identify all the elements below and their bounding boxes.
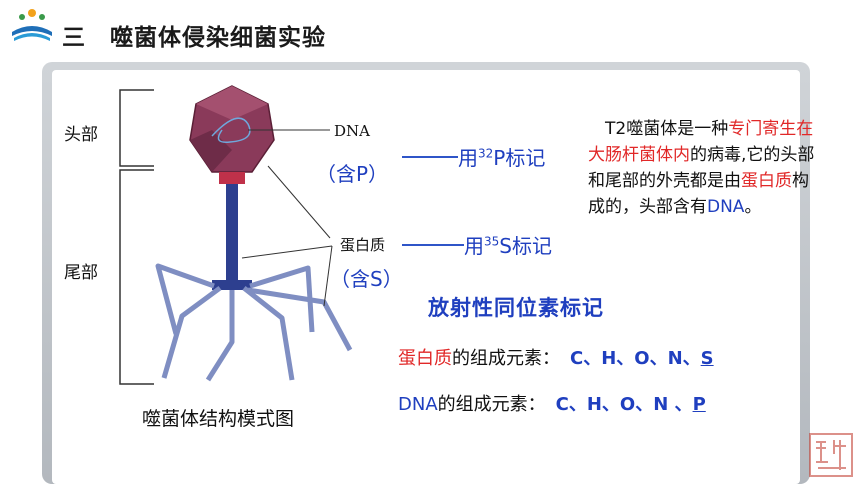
dna-key-element: P <box>692 394 706 415</box>
protein-elements-row: 蛋白质的组成元素： C、H、O、N、S <box>398 344 714 370</box>
section-number: 三 <box>62 25 87 51</box>
tail-bracket <box>119 169 154 385</box>
s35-label: 用35S标记 <box>464 230 552 259</box>
p32-prefix: 用 <box>458 146 478 170</box>
dna-elements: C、H、O、N 、P <box>556 394 706 415</box>
book-logo-icon <box>12 9 52 41</box>
p32-suffix: P标记 <box>493 146 546 170</box>
protein-row-label-rest: 的组成元素： <box>452 348 560 369</box>
dna-elements-row: DNA的组成元素： C、H、O、N 、P <box>398 390 706 416</box>
desc-part-7: 。 <box>744 197 762 217</box>
board-surface <box>52 70 800 484</box>
protein-elements-list: C、H、O、N、 <box>570 348 701 369</box>
protein-label: 蛋白质 <box>340 236 385 254</box>
protein-pointer-fiber <box>323 245 333 307</box>
p32-label: 用32P标记 <box>458 142 545 171</box>
p-contains-label: （含P） <box>316 162 389 186</box>
tail-label: 尾部 <box>64 263 98 283</box>
p32-isotope: 32 <box>478 146 494 161</box>
desc-highlight-dna: DNA <box>707 197 745 217</box>
dna-coil <box>211 117 251 143</box>
s35-suffix: S标记 <box>499 234 552 258</box>
desc-part-1: T2噬菌体是一种 <box>605 119 729 139</box>
dna-row-label: DNA <box>398 394 438 415</box>
protein-pointer-head <box>267 165 331 239</box>
page-title: 噬菌体侵染细菌实验 <box>110 25 326 51</box>
protein-row-label: 蛋白质 <box>398 348 452 369</box>
head-bracket <box>119 89 154 167</box>
dna-label: DNA <box>334 122 370 140</box>
desc-part-3: 的病毒,它的头部和尾部的外壳都是由 <box>588 145 815 191</box>
s-connector-line <box>402 244 464 246</box>
protein-key-element: S <box>700 348 714 369</box>
collar <box>219 172 245 184</box>
dna-row-label-rest: 的组成元素： <box>437 394 546 415</box>
s35-isotope: 35 <box>484 234 500 249</box>
phage-diagram: 头部 尾部 DNA 蛋白质 <box>64 85 385 385</box>
s35-prefix: 用 <box>464 234 484 258</box>
protein-pointer-tail <box>241 245 333 259</box>
capsid-head <box>189 85 275 173</box>
protein-elements: C、H、O、N、S <box>570 348 714 369</box>
head-label: 头部 <box>64 125 98 145</box>
p-connector-line <box>402 156 458 158</box>
dna-elements-list: C、H、O、N 、 <box>555 394 693 415</box>
diagram-caption: 噬菌体结构模式图 <box>142 408 295 430</box>
desc-highlight-protein: 蛋白质 <box>741 171 792 191</box>
tail-sheath <box>226 184 238 282</box>
tail-fibers <box>155 263 353 382</box>
desc-highlight-host: 专门寄生在大肠杆菌体内 <box>588 119 814 165</box>
s-contains-label: （含S） <box>330 267 403 291</box>
isotope-labeling-heading: 放射性同位素标记 <box>428 295 604 320</box>
phage-description: T2噬菌体是一种专门寄生在大肠杆菌体内的病毒,它的头部和尾部的外壳都是由蛋白质构… <box>588 116 820 220</box>
desc-part-5: 构成的，头部含有 <box>588 171 809 217</box>
base-plate <box>212 280 252 290</box>
seal-stamp-icon <box>809 433 853 477</box>
